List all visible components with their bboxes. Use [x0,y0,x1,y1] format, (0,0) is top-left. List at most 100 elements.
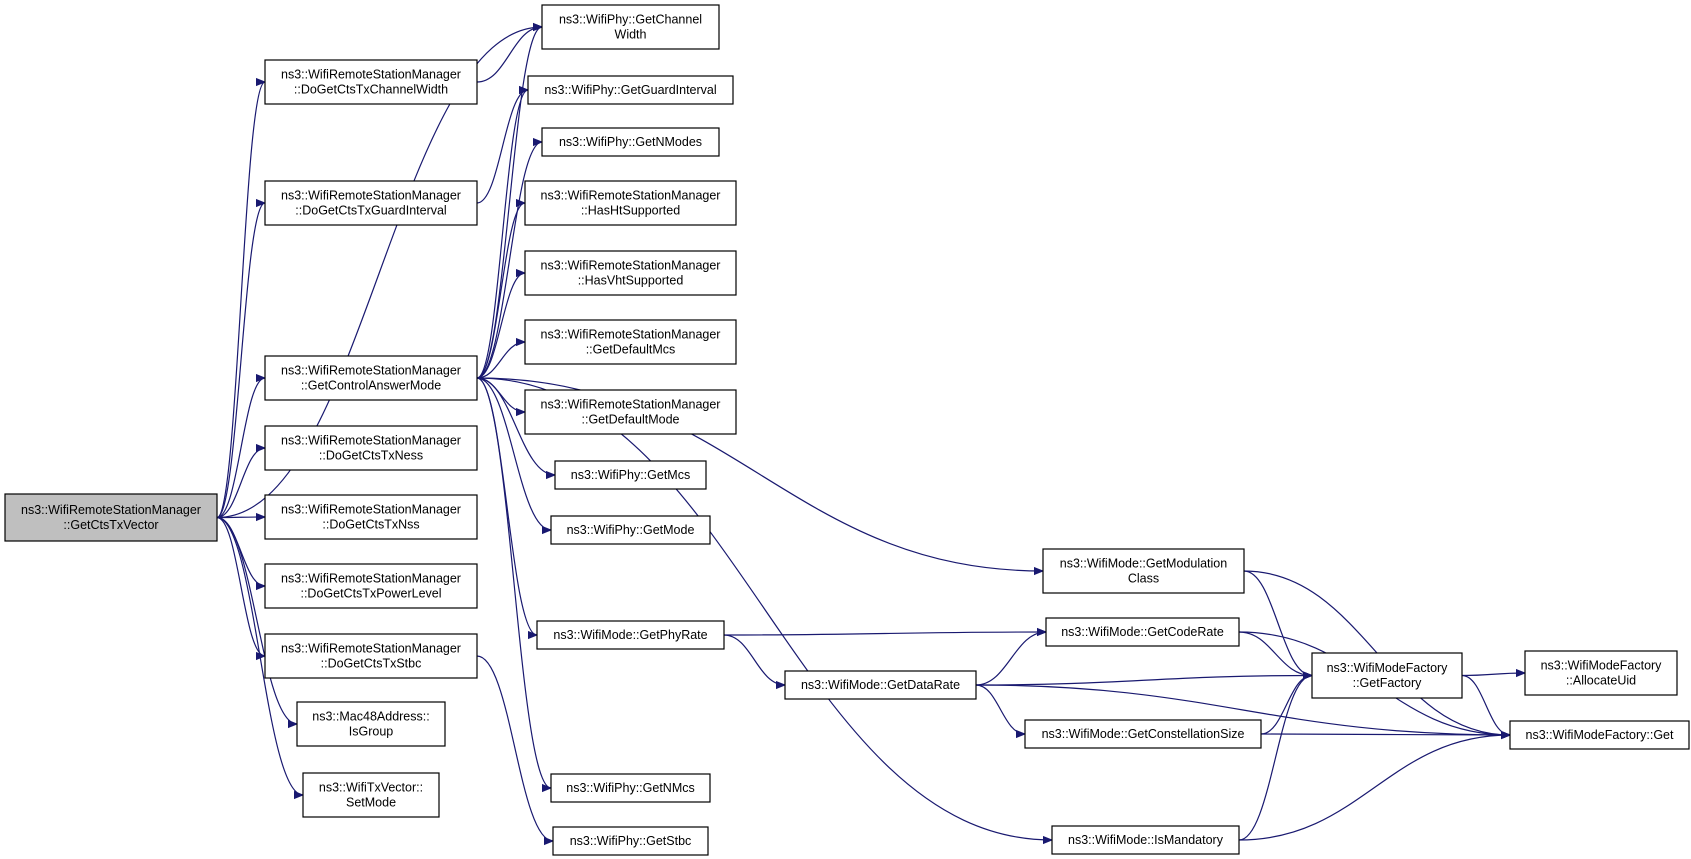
node-box [1024,719,1262,749]
edge-getConstellationSize-to-getFactory [1260,676,1313,735]
edge-doGetCtsTxStbc-to-getStbc [476,655,554,841]
node-label-line: ::GetControlAnswerMode [301,379,441,393]
node-label-line: ns3::WifiModeFactory [1541,659,1663,673]
node-getStbc[interactable]: ns3::WifiPhy::GetStbc [552,826,709,856]
edge-line [1461,673,1525,676]
node-label-line: ns3::WifiPhy::GetMode [567,523,695,537]
edge-line [1260,676,1313,735]
node-getFactory[interactable]: ns3::WifiModeFactory::GetFactory [1311,652,1463,699]
node-label-line: ns3::WifiModeFactory [1327,661,1449,675]
node-label-line: ns3::WifiPhy::GetGuardInterval [544,83,716,97]
node-isMandatory[interactable]: ns3::WifiMode::IsMandatory [1051,825,1240,855]
edge-line [216,27,542,519]
node-getMcs[interactable]: ns3::WifiPhy::GetMcs [554,460,707,490]
edge-root-to-doGetCtsTxPowerLevel [216,516,266,587]
node-hasHtSupported[interactable]: ns3::WifiRemoteStationManager::HasHtSupp… [524,180,737,226]
node-getNMcs[interactable]: ns3::WifiPhy::GetNMcs [550,773,711,803]
node-getDefaultMcs[interactable]: ns3::WifiRemoteStationManager::GetDefaul… [524,319,737,365]
edge-getDataRate-to-getConstellationSize [975,684,1026,734]
node-label-line: Class [1128,572,1159,586]
edge-line [216,516,304,796]
edge-getControlAnswerMode-to-hasHtSupported [476,203,526,379]
node-box [1051,825,1240,855]
edge-isMandatory-to-factoryGet [1238,735,1510,841]
node-doGetCtsTxChannelWidth[interactable]: ns3::WifiRemoteStationManager::DoGetCtsT… [264,59,478,105]
node-box [1045,617,1240,647]
edge-line [723,632,1046,635]
node-box [527,75,734,105]
node-doGetCtsTxNss[interactable]: ns3::WifiRemoteStationManager::DoGetCtsT… [264,494,478,540]
node-label-line: ::GetCtsTxVector [63,518,158,532]
node-getDataRate[interactable]: ns3::WifiMode::GetDataRate [784,670,977,700]
node-getGuardInterval[interactable]: ns3::WifiPhy::GetGuardInterval [527,75,734,105]
nodes-layer: ns3::WifiRemoteStationManager::GetCtsTxV… [4,4,1690,856]
edge-line [975,684,1510,735]
node-box [524,250,737,296]
node-label-line: ns3::WifiRemoteStationManager [541,189,721,203]
node-setMode[interactable]: ns3::WifiTxVector::SetMode [302,772,440,818]
node-label-line: ns3::WifiMode::GetDataRate [801,678,960,692]
edge-getDataRate-to-getCodeRate [975,632,1046,686]
edge-getDataRate-to-factoryGet [975,684,1510,735]
node-getControlAnswerMode[interactable]: ns3::WifiRemoteStationManager::GetContro… [264,355,478,401]
edge-line [216,378,266,519]
node-hasVhtSupported[interactable]: ns3::WifiRemoteStationManager::HasVhtSup… [524,250,737,296]
node-doGetCtsTxNess[interactable]: ns3::WifiRemoteStationManager::DoGetCtsT… [264,425,478,471]
edge-root-to-doGetCtsTxStbc [216,516,266,657]
node-getConstellationSize[interactable]: ns3::WifiMode::GetConstellationSize [1024,719,1262,749]
node-label-line: ns3::WifiRemoteStationManager [281,189,461,203]
edge-getControlAnswerMode-to-getModulationClass [476,377,1043,571]
edge-line [476,142,543,379]
node-getNModes[interactable]: ns3::WifiPhy::GetNModes [541,127,720,157]
node-isGroup[interactable]: ns3::Mac48Address::IsGroup [296,701,446,747]
node-label-line: ns3::WifiRemoteStationManager [281,503,461,517]
node-label-line: Width [615,28,647,42]
node-label-line: ::HasHtSupported [581,204,680,218]
node-allocateUid[interactable]: ns3::WifiModeFactory::AllocateUid [1524,650,1678,696]
node-label-line: IsGroup [349,725,394,739]
node-box [264,59,478,105]
edge-line [1260,734,1510,735]
edge-getModulationClass-to-getFactory [1243,570,1313,676]
node-label-line: ::DoGetCtsTxGuardInterval [295,204,446,218]
node-label-line: ns3::WifiMode::GetModulation [1060,557,1227,571]
edge-doGetCtsTxGuardInterval-to-getGuardInterval [476,90,529,204]
edge-root-to-doGetCtsTxChannelWidth [216,82,266,519]
node-doGetCtsTxStbc[interactable]: ns3::WifiRemoteStationManager::DoGetCtsT… [264,633,478,679]
node-box [296,701,446,747]
edge-line [723,634,786,685]
node-label-line: ns3::WifiRemoteStationManager [281,642,461,656]
node-label-line: ns3::WifiRemoteStationManager [281,364,461,378]
node-root[interactable]: ns3::WifiRemoteStationManager::GetCtsTxV… [4,493,218,542]
node-getDefaultMode[interactable]: ns3::WifiRemoteStationManager::GetDefaul… [524,389,737,435]
edge-getControlAnswerMode-to-getGuardInterval [476,90,529,379]
edge-line [476,342,526,379]
node-box [536,620,725,650]
node-getCodeRate[interactable]: ns3::WifiMode::GetCodeRate [1045,617,1240,647]
edge-getPhyRate-to-getCodeRate [723,632,1046,635]
node-box [264,494,478,540]
node-label-line: ns3::WifiPhy::GetChannel [559,13,702,27]
node-getMode[interactable]: ns3::WifiPhy::GetMode [550,515,711,545]
edge-line [216,82,266,519]
node-box [264,425,478,471]
node-label-line: ns3::WifiMode::GetPhyRate [553,628,707,642]
node-label-line: ns3::WifiRemoteStationManager [281,434,461,448]
node-label-line: ns3::WifiRemoteStationManager [541,259,721,273]
edge-getControlAnswerMode-to-getDefaultMode [476,377,526,412]
node-getPhyRate[interactable]: ns3::WifiMode::GetPhyRate [536,620,725,650]
edge-getFactory-to-allocateUid [1461,673,1525,676]
node-label-line: ns3::Mac48Address:: [312,710,429,724]
node-label-line: ::AllocateUid [1566,674,1636,688]
edge-root-to-setMode [216,516,304,796]
node-label-line: ::DoGetCtsTxNess [319,449,423,463]
node-box [552,826,709,856]
node-doGetCtsTxPowerLevel[interactable]: ns3::WifiRemoteStationManager::DoGetCtsT… [264,563,478,609]
node-box [784,670,977,700]
edge-root-to-isGroup [216,516,298,725]
node-factoryGet[interactable]: ns3::WifiModeFactory::Get [1509,720,1690,750]
node-doGetCtsTxGuardInterval[interactable]: ns3::WifiRemoteStationManager::DoGetCtsT… [264,180,478,226]
